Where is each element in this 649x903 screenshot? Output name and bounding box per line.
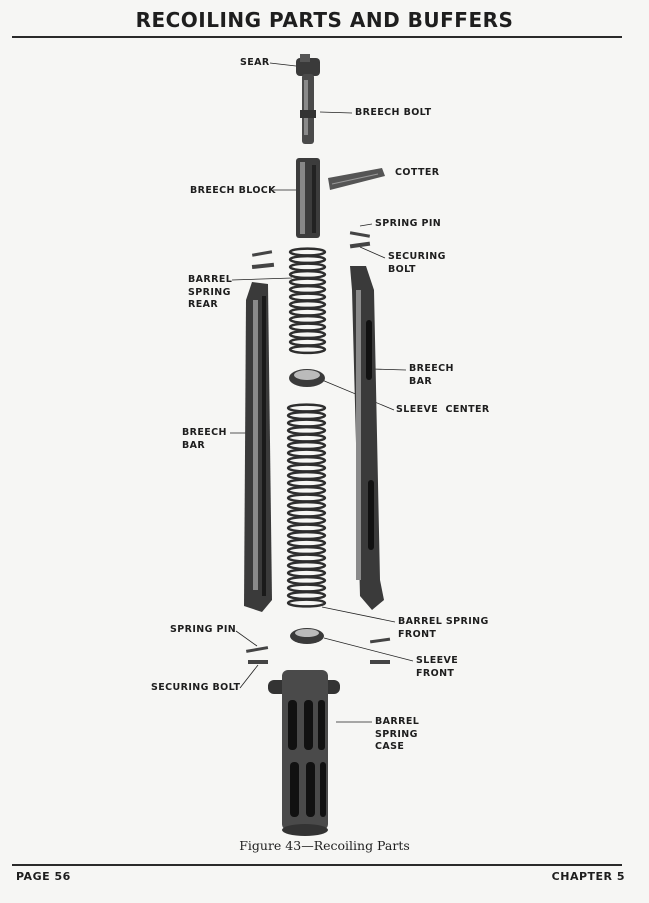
label-breech-block: BREECH BLOCK — [190, 185, 276, 196]
spring-coil — [288, 307, 327, 317]
spring-coil — [286, 418, 327, 428]
spring-coil — [286, 433, 327, 443]
spring-coil — [286, 508, 327, 518]
sear-part — [296, 54, 320, 76]
spring-coil — [286, 560, 327, 571]
spring-coil — [286, 523, 327, 533]
label-spring-pin-right: SPRING PIN — [375, 218, 442, 229]
spring-coil — [288, 314, 327, 325]
figure-caption: Figure 43—Recoiling Parts — [239, 838, 410, 853]
spring-coil — [288, 337, 327, 347]
pins-right — [349, 231, 371, 249]
label-spring-pin-left: SPRING PIN — [170, 624, 237, 635]
barrel-spring-front-part — [286, 403, 327, 608]
spring-coil — [286, 538, 327, 548]
spring-coil — [286, 478, 327, 488]
label-sleeve-center: SLEEVE CENTER — [396, 404, 490, 415]
barrel-spring-rear-part — [288, 247, 327, 355]
spring-coil — [288, 284, 327, 295]
spring-coil — [286, 410, 327, 421]
footer-rule — [12, 864, 622, 866]
breech-bolt-part — [300, 74, 316, 144]
spring-coil — [286, 515, 327, 526]
label-sear: SEAR — [240, 57, 270, 68]
sleeve-front-part — [290, 628, 324, 644]
spring-coil — [288, 247, 327, 257]
spring-coil — [286, 575, 327, 586]
spring-coil — [286, 598, 327, 608]
label-cotter: COTTER — [395, 167, 440, 178]
breech-bar-right-part — [350, 266, 384, 610]
spring-coil — [288, 322, 327, 332]
spring-coil — [286, 425, 327, 436]
spring-coil — [288, 262, 327, 272]
spring-coil — [286, 440, 327, 451]
label-breech-bolt: BREECH BOLT — [355, 107, 432, 118]
spring-coil — [286, 493, 327, 503]
chapter-label: CHAPTER 5 — [551, 870, 625, 883]
spring-coil — [286, 485, 327, 496]
spring-coil — [288, 277, 327, 287]
spring-coil — [288, 344, 327, 355]
spring-coil — [286, 583, 327, 593]
page-title: RECOILING PARTS AND BUFFERS — [135, 8, 514, 32]
spring-coil — [288, 292, 327, 302]
spring-coil — [286, 590, 327, 601]
breech-block-part — [296, 158, 320, 238]
barrel-spring-case-part — [268, 670, 340, 836]
spring-coil — [286, 553, 327, 563]
sleeve-center-part — [289, 369, 325, 387]
spring-coil — [288, 299, 327, 310]
page-number: PAGE 56 — [16, 870, 71, 883]
pins-left-top — [251, 250, 275, 270]
header-rule — [12, 36, 622, 38]
spring-coil — [286, 403, 327, 413]
breech-bar-left-part — [244, 282, 272, 612]
spring-coil — [286, 568, 327, 578]
spring-coil — [288, 269, 327, 280]
spring-coil — [286, 500, 327, 511]
cotter-part — [328, 168, 385, 190]
spring-coil — [286, 530, 327, 541]
spring-coil — [286, 463, 327, 473]
spring-coil — [286, 545, 327, 556]
spring-coil — [288, 329, 327, 340]
spring-coil — [286, 470, 327, 481]
label-securing-bolt-left: SECURING BOLT — [151, 682, 241, 693]
leader-lines — [230, 62, 414, 723]
pins-front — [245, 637, 391, 664]
spring-coil — [288, 254, 327, 265]
spring-coil — [286, 448, 327, 458]
spring-coil — [286, 455, 327, 466]
